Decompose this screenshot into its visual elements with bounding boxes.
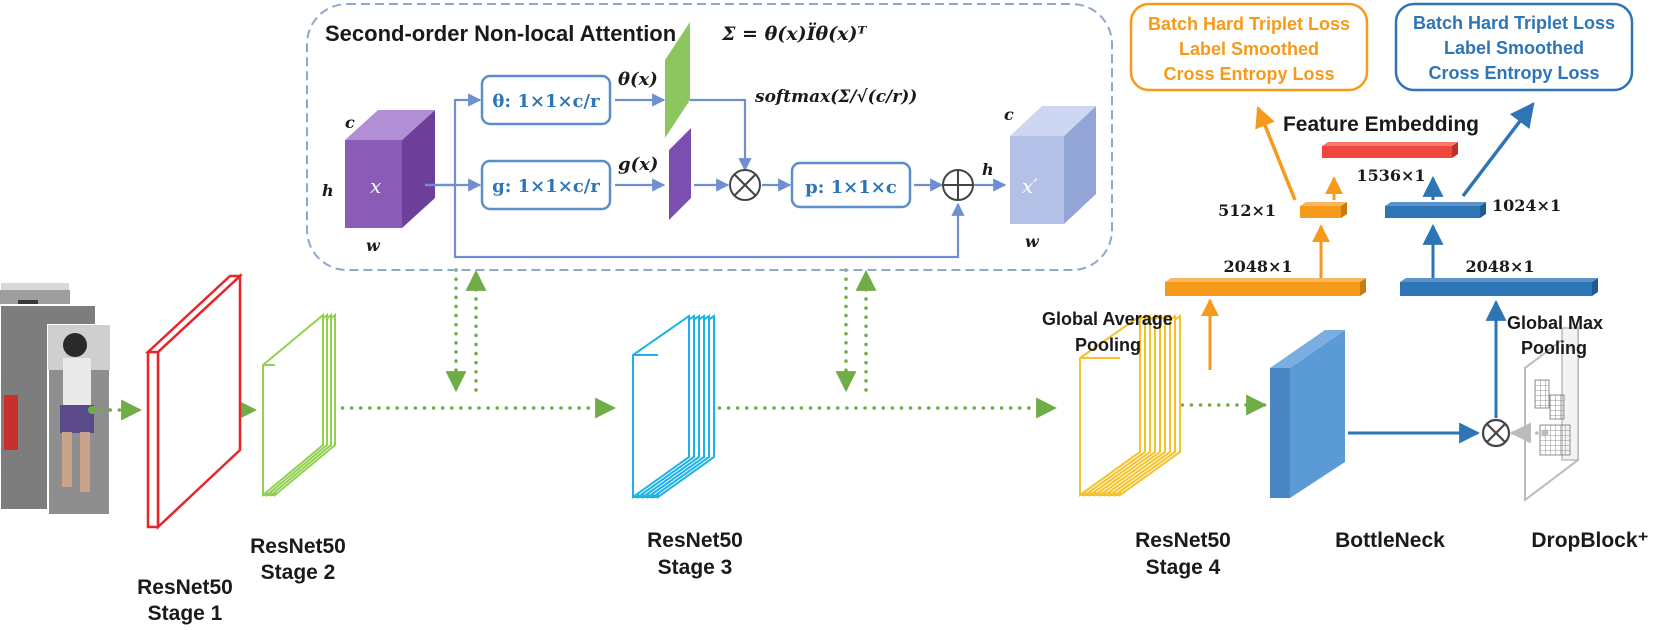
stage3-label-line1: ResNet50 [647,529,743,552]
dropblock-to-multiply-arrow [1509,422,1549,444]
attention-title: Second-order Non-local Attention [325,21,676,46]
left-2048-label: 2048×1 [1223,257,1292,276]
vector-512 [1300,202,1347,218]
feature-embedding-bar [1322,142,1458,158]
output-cube-x-prime [1010,106,1096,224]
input-dim-c: c [345,113,355,132]
arrow-512-to-loss-left [1255,106,1297,201]
sigma-to-multiply-line [690,98,752,172]
input-person-images [0,281,111,516]
gx-slab [669,128,691,220]
sigma-matrix-slab [665,22,690,138]
dropblock-region [1549,394,1565,420]
gap-label-line2: Pooling [1075,335,1141,355]
stage3-label-line2: Stage 3 [658,556,733,579]
output-dim-c: c [1004,105,1014,124]
vector-1024-label: 1024×1 [1492,196,1561,215]
loss-box-right [1394,2,1634,92]
vector-1024 [1385,202,1486,218]
output-x-prime-label: x′ [1022,174,1038,198]
theta-output-label: θ(x) [618,69,658,90]
stage4-label-line1: ResNet50 [1135,529,1231,552]
gmp-label-line2: Pooling [1521,338,1587,358]
stage2-label-line1: ResNet50 [250,535,346,558]
stage2-label-line2: Stage 2 [261,561,336,584]
input-dim-w: w [366,236,381,255]
residual-skip-line [453,185,965,259]
dropblock-label: DropBlock⁺ [1531,529,1648,552]
stage1-label-line2: Stage 1 [148,602,223,625]
stage2-block [262,312,336,498]
bottleneck-label: BottleNeck [1335,529,1445,552]
stage3-block [632,314,715,499]
vector-2048-left [1165,278,1366,296]
p-conv-box [790,161,912,209]
bottleneck-block [1270,330,1345,498]
input-dim-h: h [322,181,334,200]
flow-dot [88,406,96,414]
loss-right-line2: Label Smoothed [1444,38,1584,58]
p-box-label: p: 1×1×c [805,177,897,198]
output-dim-h: h [982,160,994,179]
loss-left-line3: Cross Entropy Loss [1163,64,1334,84]
softmax-label: softmax(Σ/√(c/r)) [754,87,917,107]
loss-left-line1: Batch Hard Triplet Loss [1148,14,1350,34]
stage4-label-line2: Stage 4 [1146,556,1221,579]
attention-add-icon [942,169,974,201]
gap-label-line1: Global Average [1042,309,1173,329]
attention-multiply-icon [729,169,761,201]
g-box-label: g: 1×1×c/r [492,176,600,197]
input-cube-x [345,110,435,228]
multiply-op-icon [1481,418,1511,448]
output-dim-w: w [1025,232,1040,251]
vector-1536-label: 1536×1 [1356,166,1425,185]
vector-2048-right [1400,278,1598,296]
g-conv-box [480,159,612,211]
theta-conv-box [480,74,612,126]
loss-right-line3: Cross Entropy Loss [1428,63,1599,83]
feature-embedding-label: Feature Embedding [1283,113,1479,136]
theta-box-label: θ: 1×1×c/r [492,91,600,112]
input-x-label: x [370,174,381,198]
dropblock-region [1534,379,1550,409]
vector-512-label: 512×1 [1218,201,1276,220]
dropblock-region [1539,424,1571,456]
loss-right-line1: Batch Hard Triplet Loss [1413,13,1615,33]
g-output-label: g(x) [618,154,658,175]
stage1-block [144,273,244,530]
dropblock-mask [1524,325,1579,503]
loss-left-line2: Label Smoothed [1179,39,1319,59]
loss-box-left [1129,2,1369,92]
stage4-block [1079,314,1181,497]
stage1-label-line1: ResNet50 [137,576,233,599]
arrow-1024-to-loss-right [1461,102,1535,198]
right-2048-label: 2048×1 [1465,257,1534,276]
gmp-label-line1: Global Max [1507,313,1603,333]
sigma-formula: Σ = θ(x)Ïθ(x)ᵀ [721,22,867,45]
